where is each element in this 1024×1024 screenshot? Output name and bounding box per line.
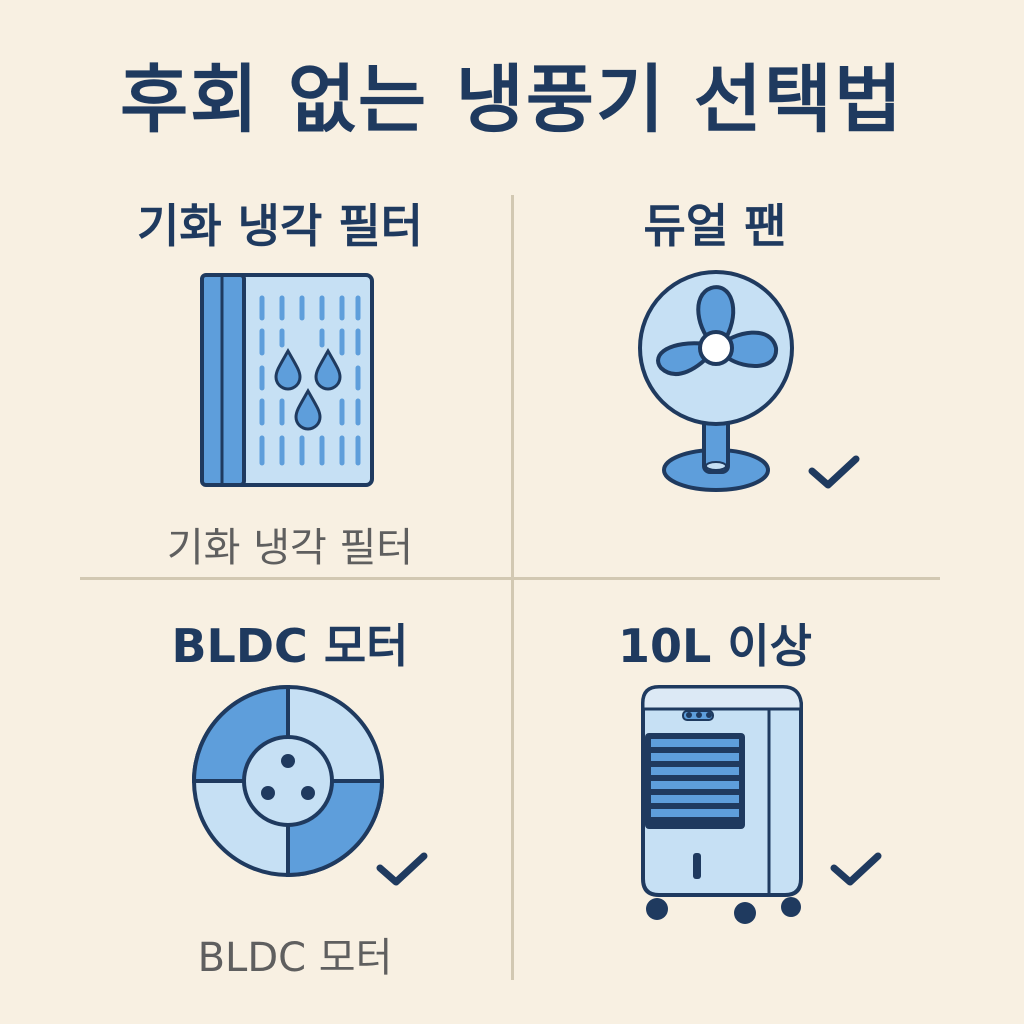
cell-title-fan: 듀얼 팬 [643, 199, 787, 253]
page-title: 후회 없는 냉풍기 선택법 [119, 57, 905, 143]
cell-title-motor: BLDC 모터 [171, 619, 409, 673]
cell-caption-motor: BLDC 모터 [197, 935, 393, 981]
motor-icon [191, 684, 385, 878]
cell-title-capacity: 10L 이상 [618, 619, 812, 673]
evaporative-filter-icon [200, 273, 374, 487]
check-icon-capacity [830, 852, 882, 886]
cell-caption-filter: 기화 냉각 필터 [166, 525, 414, 571]
horizontal-divider [80, 577, 940, 580]
cell-title-filter: 기화 냉각 필터 [137, 199, 423, 253]
fan-icon [638, 270, 794, 492]
check-icon-fan [808, 455, 860, 489]
check-icon-motor [376, 852, 428, 886]
vertical-divider [511, 195, 514, 980]
air-cooler-icon [641, 685, 803, 924]
